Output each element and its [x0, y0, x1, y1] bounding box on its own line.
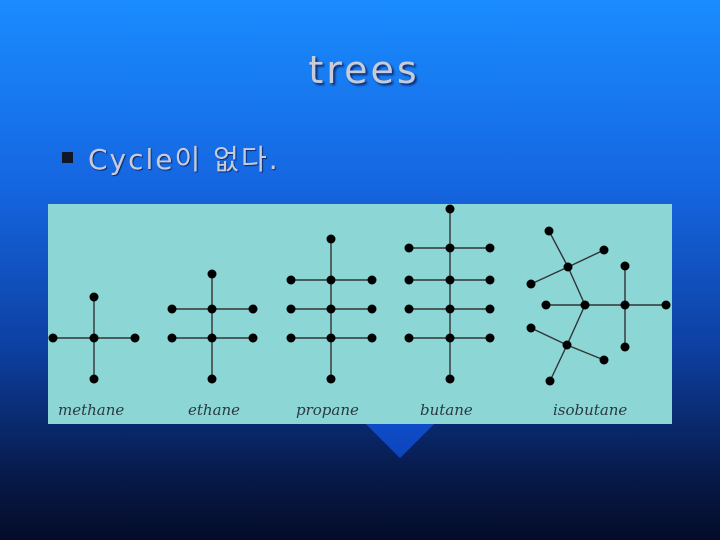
label-propane: propane: [296, 401, 359, 419]
slide-title: trees: [308, 48, 420, 92]
label-butane: butane: [420, 401, 473, 419]
bullet-square-icon: [62, 152, 73, 163]
molecule-trees-figure: methane ethane propane butane isobutane: [48, 204, 672, 424]
label-isobutane: isobutane: [553, 401, 628, 419]
label-ethane: ethane: [188, 401, 241, 419]
label-methane: methane: [58, 401, 125, 419]
bullet-text: Cycle이 없다.: [88, 143, 280, 176]
molecule-trees-svg: [48, 204, 671, 386]
